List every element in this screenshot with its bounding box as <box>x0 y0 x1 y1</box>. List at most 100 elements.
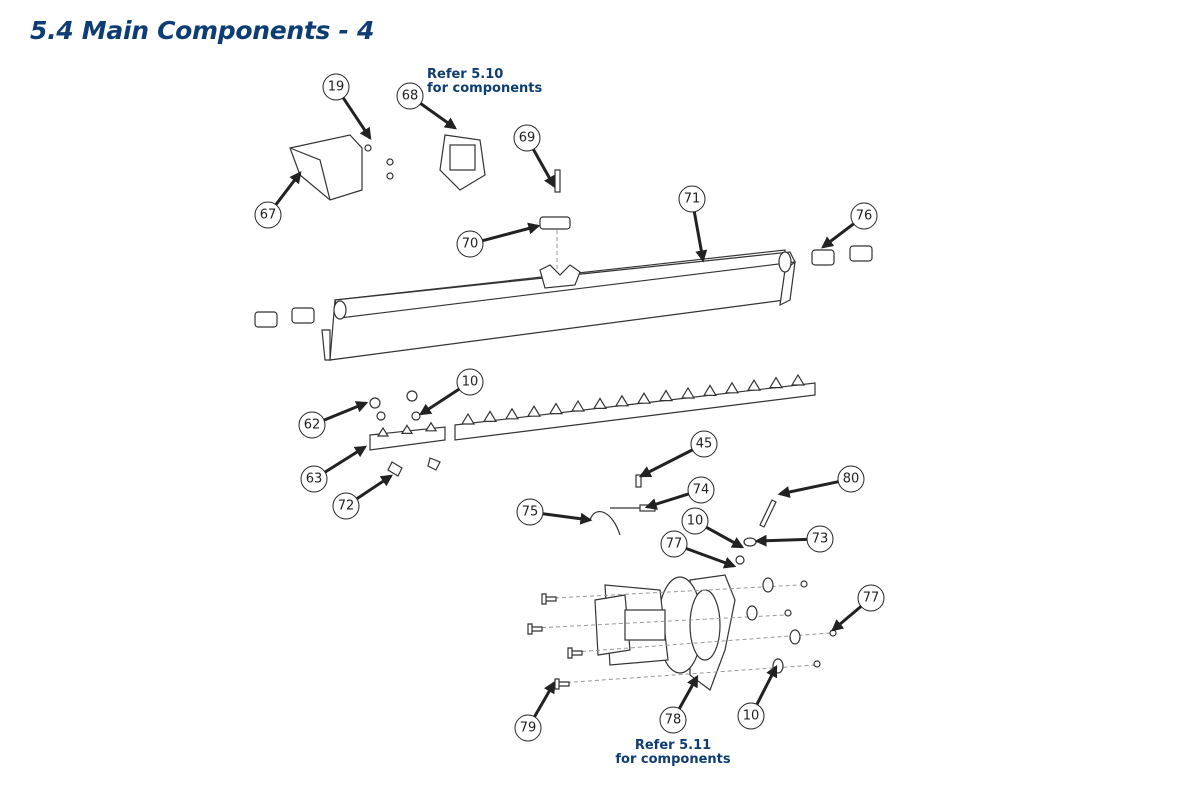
callout-number: 69 <box>519 131 536 146</box>
tooth <box>680 386 696 399</box>
callout-arrow <box>532 148 556 189</box>
callout-75: 75 <box>516 498 593 526</box>
callout-circle <box>332 492 360 520</box>
callout-number: 19 <box>328 80 345 95</box>
callout-circle <box>687 476 715 504</box>
callout-80: 80 <box>777 465 865 498</box>
callout-circle <box>681 507 709 535</box>
callout-79: 79 <box>514 680 556 742</box>
callout-circle <box>300 465 328 493</box>
callout-circle <box>456 368 484 396</box>
callout-circle <box>298 411 326 439</box>
callout-number: 71 <box>684 192 701 207</box>
callout-19: 19 <box>322 73 372 140</box>
motor-assembly-part <box>594 574 736 691</box>
callout-arrow <box>482 222 541 243</box>
callout-arrow <box>685 547 737 569</box>
callout-arrow <box>419 102 457 130</box>
callout-73: 73 <box>754 525 834 553</box>
callout-circle <box>322 73 350 101</box>
callout-number: 70 <box>462 237 479 252</box>
tooth <box>424 421 438 432</box>
callout-circle <box>514 714 542 742</box>
callout-number: 77 <box>863 591 880 606</box>
callout-circle <box>690 430 718 458</box>
callout-74: 74 <box>644 476 715 510</box>
callout-70: 70 <box>456 222 541 258</box>
tooth <box>526 405 542 417</box>
callout-67: 67 <box>254 171 302 229</box>
tooth <box>548 402 564 415</box>
tooth <box>376 426 390 437</box>
callout-arrow <box>692 211 708 263</box>
callout-circle <box>659 706 687 734</box>
callout-71: 71 <box>678 185 708 263</box>
callout-78: 78 <box>659 674 699 734</box>
teeth-bar-part <box>369 382 816 451</box>
callout-arrow <box>324 445 368 474</box>
callout-circle <box>516 498 544 526</box>
tooth <box>460 412 476 425</box>
refer-note-top: Refer 5.10 for components <box>427 68 542 96</box>
callout-number: 75 <box>522 505 539 520</box>
callout-arrow <box>418 387 460 416</box>
callout-76: 76 <box>821 202 878 249</box>
main-beam-part <box>321 249 796 361</box>
callout-arrow <box>533 680 556 718</box>
callout-circle <box>857 584 885 612</box>
callout-circle <box>850 202 878 230</box>
callout-circle <box>806 525 834 553</box>
tooth <box>724 381 740 394</box>
callout-number: 72 <box>338 499 355 514</box>
callout-72: 72 <box>332 474 393 520</box>
callout-62: 62 <box>298 401 369 439</box>
bolt-part <box>759 499 777 528</box>
callout-number: 74 <box>693 483 710 498</box>
refer-note-bottom: Refer 5.11 for components <box>608 739 738 767</box>
tooth <box>400 424 414 434</box>
callout-circle <box>456 230 484 258</box>
callout-number: 63 <box>306 472 323 487</box>
tooth <box>746 379 762 391</box>
callout-number: 10 <box>462 375 479 390</box>
tooth <box>768 376 784 389</box>
callout-45: 45 <box>638 430 718 478</box>
callout-arrow <box>777 480 839 498</box>
callout-63: 63 <box>300 445 368 493</box>
callout-circle <box>396 82 424 110</box>
note-line: for components <box>615 752 731 767</box>
teeth-row <box>376 373 806 437</box>
tooth <box>504 407 520 420</box>
callout-69: 69 <box>513 124 556 189</box>
callout-circle <box>837 465 865 493</box>
callout-arrow <box>355 474 393 501</box>
callout-number: 67 <box>260 208 277 223</box>
callout-number: 73 <box>812 532 829 547</box>
callout-arrow <box>274 171 302 206</box>
callout-number: 77 <box>666 537 683 552</box>
callout-arrow <box>705 525 745 549</box>
tooth <box>790 373 806 386</box>
callout-circle <box>678 185 706 213</box>
callout-number: 10 <box>743 709 760 724</box>
callout-circle <box>660 530 688 558</box>
bushing-parts <box>254 245 873 328</box>
tooth <box>592 397 608 409</box>
callout-number: 76 <box>856 209 873 224</box>
pin-part <box>554 169 561 193</box>
callout-10: 10 <box>737 664 778 730</box>
callout-arrow <box>323 401 369 422</box>
tooth <box>636 392 652 404</box>
callout-number: 79 <box>520 721 537 736</box>
callout-77: 77 <box>831 584 885 632</box>
callout-number: 78 <box>665 713 682 728</box>
callout-number: 68 <box>402 89 419 104</box>
callout-layer: 19 68 69 67 70 71 76 62 10 63 72 45 74 75 80 10 77 73 77 79… <box>254 73 885 742</box>
callout-10: 10 <box>418 368 484 416</box>
callout-number: 10 <box>687 514 704 529</box>
callout-10: 10 <box>681 507 745 549</box>
callout-arrow <box>831 605 863 632</box>
callout-arrow <box>754 534 808 547</box>
tooth <box>614 394 630 407</box>
callout-arrow <box>644 492 690 510</box>
